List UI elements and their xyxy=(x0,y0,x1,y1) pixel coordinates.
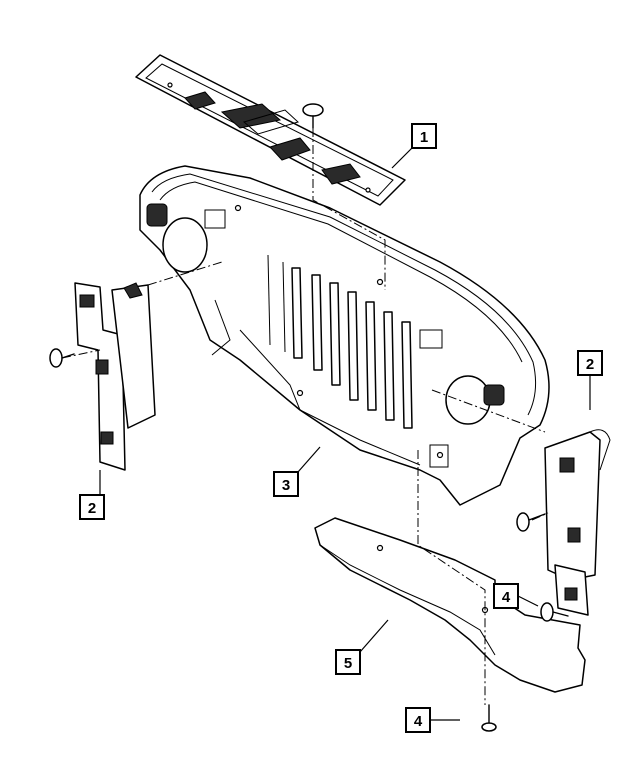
svg-text:4: 4 xyxy=(502,589,511,606)
callout-2-left: 2 xyxy=(79,470,105,520)
callout-1: 1 xyxy=(391,123,437,169)
side-bracket-left xyxy=(74,282,156,471)
svg-text:2: 2 xyxy=(586,356,594,373)
push-pin-fastener-left xyxy=(49,348,75,368)
screw-fastener-bottom xyxy=(481,704,497,732)
svg-text:2: 2 xyxy=(88,500,96,517)
svg-text:1: 1 xyxy=(420,129,428,146)
svg-text:5: 5 xyxy=(344,655,352,672)
push-pin-fastener-top xyxy=(302,103,324,129)
svg-text:3: 3 xyxy=(282,477,290,494)
lower-air-deflector xyxy=(314,517,586,693)
assembly-alignment-lines xyxy=(61,128,549,705)
callout-2-right: 2 xyxy=(577,350,603,410)
callout-4-lower: 4 xyxy=(405,707,460,733)
push-pin-fastener-right xyxy=(516,512,546,532)
callout-5: 5 xyxy=(335,619,389,675)
callout-3: 3 xyxy=(273,446,321,497)
side-bracket-right xyxy=(544,429,611,616)
grille-shell xyxy=(139,165,550,506)
svg-text:4: 4 xyxy=(414,713,423,730)
top-seal-panel xyxy=(135,54,406,206)
callout-4-upper: 4 xyxy=(493,583,539,609)
screw-fastener-side xyxy=(540,602,569,622)
